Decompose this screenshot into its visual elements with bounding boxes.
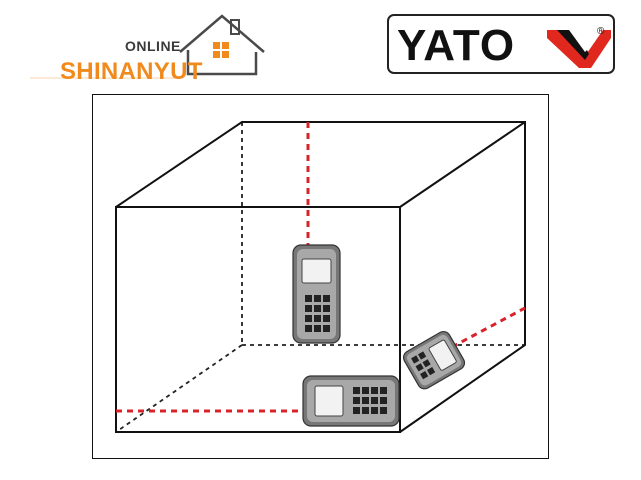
laser-meter-upright: [292, 244, 341, 344]
registered-mark: ®: [597, 26, 605, 37]
shinanyut-logo: ONLINE SHINANYUT: [30, 10, 265, 85]
yato-brand-name: YATO: [397, 21, 516, 70]
laser-meter-angled: [402, 330, 466, 390]
yato-logo: YATO ®: [387, 14, 615, 74]
house-icon: [179, 14, 265, 76]
yato-mark-icon: ®: [547, 26, 611, 68]
hidden-edges: [115, 122, 525, 433]
brand-underline: [30, 77, 180, 79]
brand-line-online: ONLINE: [125, 38, 181, 54]
laser-meter-horizontal: [302, 375, 400, 427]
visible-edges: [115, 121, 526, 433]
laser-lines: [116, 122, 526, 413]
brand-line-shinanyut: SHINANYUT: [60, 58, 203, 85]
